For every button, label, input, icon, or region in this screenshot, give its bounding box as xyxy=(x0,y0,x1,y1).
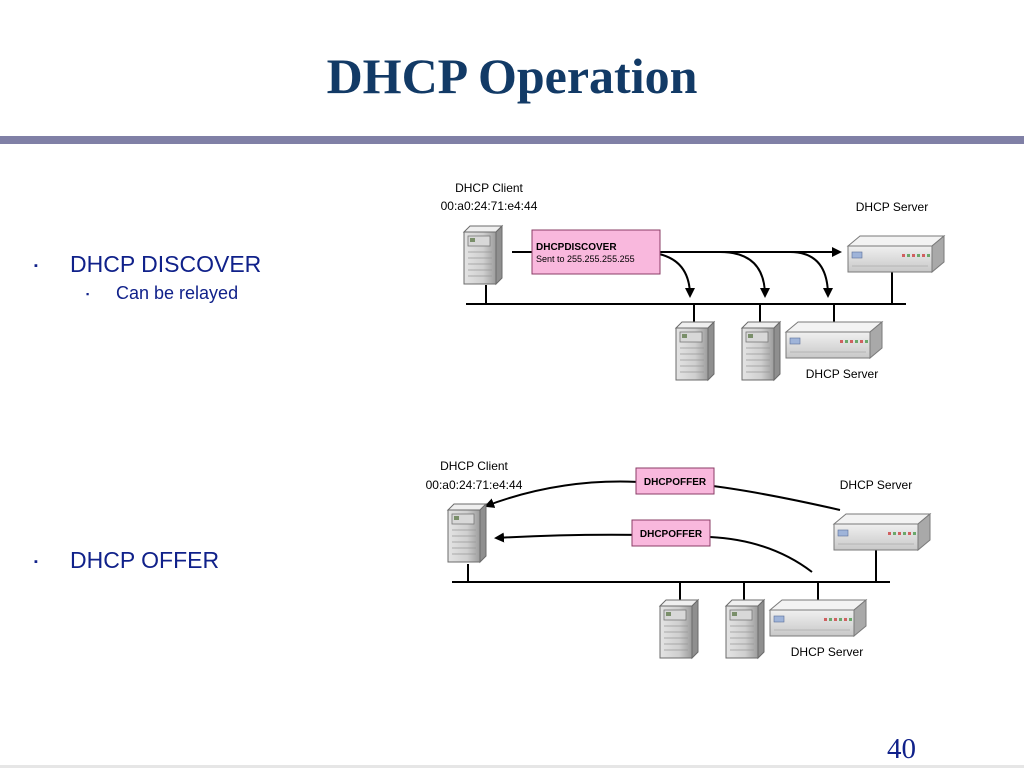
page-number: 40 xyxy=(887,733,916,765)
server-label-bottom: DHCP Server xyxy=(806,367,878,381)
title-divider xyxy=(0,136,1024,144)
slide-title: DHCP Operation xyxy=(326,48,698,104)
host-computer-icon xyxy=(659,599,699,659)
client-computer-icon xyxy=(447,503,487,563)
dhcp-server-icon xyxy=(769,599,867,637)
discover-diagram: DHCP Client 00:a0:24:71:e4:44 DHCP Serve… xyxy=(441,181,945,381)
client-label: DHCP Client xyxy=(455,181,523,195)
bullet-dhcp-discover: DHCP DISCOVER xyxy=(70,251,262,277)
dhcp-server-icon xyxy=(833,513,931,551)
broadcast-arrow xyxy=(719,251,770,298)
dhcpdiscover-message-box xyxy=(531,229,661,275)
server-label-bottom: DHCP Server xyxy=(791,645,863,659)
sub-bullet-marker: ▪ xyxy=(86,289,90,299)
message-title: DHCPDISCOVER xyxy=(536,242,617,253)
server-label-top: DHCP Server xyxy=(840,478,912,492)
dhcp-server-icon xyxy=(785,321,883,359)
bullet-marker: ▪ xyxy=(34,556,38,568)
bullet-dhcp-offer: DHCP OFFER xyxy=(70,547,220,573)
offer-label: DHCPOFFER xyxy=(644,477,707,488)
server-label-top: DHCP Server xyxy=(856,200,928,214)
host-computer-icon xyxy=(725,599,765,659)
offer-diagram: DHCP Client 00:a0:24:71:e4:44 DHCP Serve… xyxy=(426,459,931,659)
broadcast-arrow xyxy=(789,251,833,298)
bottom-divider xyxy=(0,765,1024,768)
offer-label: DHCPOFFER xyxy=(640,529,703,540)
dhcpoffer-message-box xyxy=(635,467,715,495)
message-detail: Sent to 255.255.255.255 xyxy=(536,254,635,264)
client-computer-icon xyxy=(463,225,503,285)
host-computer-icon xyxy=(741,321,781,381)
dhcp-server-icon xyxy=(847,235,945,273)
sub-bullet-can-be-relayed: Can be relayed xyxy=(116,283,239,303)
client-mac-address: 00:a0:24:71:e4:44 xyxy=(441,199,538,213)
dhcpoffer-message-box xyxy=(631,519,711,547)
bullet-marker: ▪ xyxy=(34,260,38,272)
client-mac-address: 00:a0:24:71:e4:44 xyxy=(426,478,523,492)
host-computer-icon xyxy=(675,321,715,381)
client-label: DHCP Client xyxy=(440,459,508,473)
